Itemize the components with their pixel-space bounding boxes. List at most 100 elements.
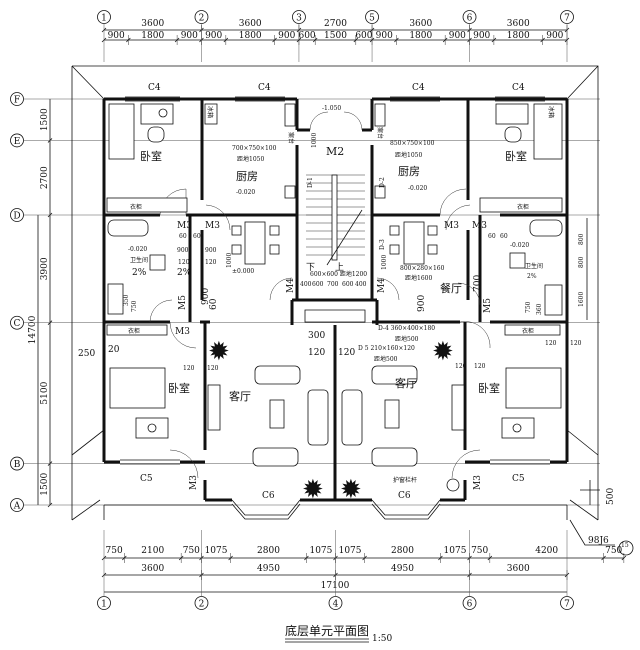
dimension-text: 2700: [324, 19, 347, 29]
small-dimensions: 60 60 60 60 900 900 120 120 350 750 750 …: [78, 233, 582, 372]
door-label-m3: M3: [177, 221, 192, 231]
dimension-text: 1075: [339, 546, 362, 556]
axis-label: 3: [296, 14, 302, 24]
dimension-text: 750: [471, 546, 488, 556]
detail-number: 15: [621, 542, 629, 549]
bay-window-right: [371, 499, 441, 520]
dimension-text: 2100: [141, 546, 164, 556]
room-label-bedroom: 卧室: [140, 149, 162, 163]
staircase: [304, 174, 366, 323]
door-label-d3: D-3: [379, 239, 386, 250]
dimension-text: 3600: [507, 564, 530, 574]
dimension-text: 900: [376, 31, 393, 41]
slope-label: 2%: [132, 268, 147, 278]
small-dim: 900: [205, 247, 217, 254]
dim-text: 500: [606, 488, 616, 505]
axis-label: 1: [101, 14, 107, 24]
small-dim: 120: [570, 340, 582, 347]
axis-bubble: 1: [97, 10, 111, 24]
small-dim: 350: [123, 294, 130, 306]
plant-icon: ✹: [432, 337, 454, 367]
small-dim: 900: [417, 295, 427, 312]
dimension-text: 1075: [309, 546, 332, 556]
window-label: C4: [148, 83, 161, 93]
dimension-text: 900: [546, 31, 563, 41]
room-label-dining: 餐厅: [440, 281, 462, 295]
dimension-text: 900: [473, 31, 490, 41]
walls: [102, 97, 569, 502]
window-label: C5: [512, 474, 525, 484]
small-dim: 360: [536, 303, 543, 315]
window-label: C4: [258, 83, 271, 93]
door-label-d1: D-1: [307, 177, 314, 188]
small-dim: 120: [183, 365, 195, 372]
note: 600×600 距地1200: [310, 270, 367, 278]
axis-bubble: F: [10, 92, 24, 106]
note: 800×280×160: [400, 265, 445, 272]
small-dim: 120: [338, 348, 355, 358]
room-label-bedroom: 卧室: [478, 381, 500, 395]
dimension-text: 600: [355, 31, 372, 41]
axis-bubble: 7: [560, 10, 574, 24]
note: 距地1600: [405, 274, 432, 282]
small-dim: 1000: [381, 255, 388, 270]
axis-bubble: B: [10, 456, 24, 471]
note: 距地1050: [237, 155, 264, 163]
axis-label: 6: [467, 14, 473, 24]
dimension-text: 1500: [40, 108, 50, 131]
axis-bubble: E: [10, 133, 24, 148]
small-dim: 120: [205, 259, 217, 266]
level-marks: -1.050 -0.020 -0.020 -0.020 -0.020 ±0.00…: [128, 105, 537, 280]
small-dim: 300: [308, 331, 325, 341]
axis-label: A: [13, 502, 21, 512]
dimension-text: 3600: [507, 19, 530, 29]
plant-icon: ✹: [302, 475, 324, 505]
right-dimensions: 800 800 1600 500 98J6 15: [569, 218, 634, 556]
axis-label: 7: [564, 600, 570, 610]
small-dim: 60: [193, 233, 201, 240]
small-dim: 700: [473, 275, 483, 292]
small-dim: 60: [179, 233, 187, 240]
window-label: C6: [262, 491, 275, 501]
dimension-text: 900: [278, 31, 295, 41]
level-bath: -0.020: [510, 242, 529, 249]
dimension-text: 1075: [205, 546, 228, 556]
small-dim: 1000: [226, 253, 233, 268]
room-label-bathroom: 卫生间: [525, 262, 543, 270]
level-stair-entry: -1.050: [322, 105, 341, 112]
detail-callout-icon: [618, 540, 634, 556]
door-arcs: [149, 111, 491, 479]
plant-icon: ✹: [340, 475, 362, 505]
dimension-text: 2800: [257, 546, 280, 556]
fridge-label: 冰箱: [206, 106, 214, 118]
axis-label: B: [14, 460, 21, 470]
axis-bubble: 1: [97, 596, 111, 610]
slope-label: 2%: [177, 268, 192, 278]
axis-label: 4: [333, 600, 339, 610]
door-label-m5: M5: [178, 295, 188, 310]
small-dim: 750: [131, 300, 138, 312]
bay-window-left: [231, 499, 301, 520]
level-kitchen: -0.020: [236, 189, 255, 196]
dimension-text: 3600: [141, 19, 164, 29]
plants: ✹ ✹ ✹ ✹: [208, 337, 454, 505]
counter-label: 案台: [376, 127, 384, 139]
door-labels: M2 M3 M3 M3 M3 M3 M3 M3 M4 M4 M5 M5 D-1 …: [175, 145, 493, 490]
axis-bubble: 6: [462, 10, 477, 24]
detail-callout-icon: [446, 478, 460, 492]
room-label-living: 客厅: [229, 389, 251, 403]
door-label-m2: M2: [326, 145, 344, 158]
axis-label: 2: [199, 600, 205, 610]
fridge-label: 冰箱: [547, 106, 555, 118]
dimension-text: 1500: [324, 31, 347, 41]
axis-label: 2: [199, 14, 205, 24]
dimension-text: 4950: [391, 564, 414, 574]
stair-dim: 700: [327, 281, 339, 288]
small-dim: 900: [201, 288, 211, 305]
stair-up: 上: [335, 262, 344, 273]
axis-bubble: 3: [292, 10, 306, 24]
small-dim: 60: [488, 233, 496, 240]
